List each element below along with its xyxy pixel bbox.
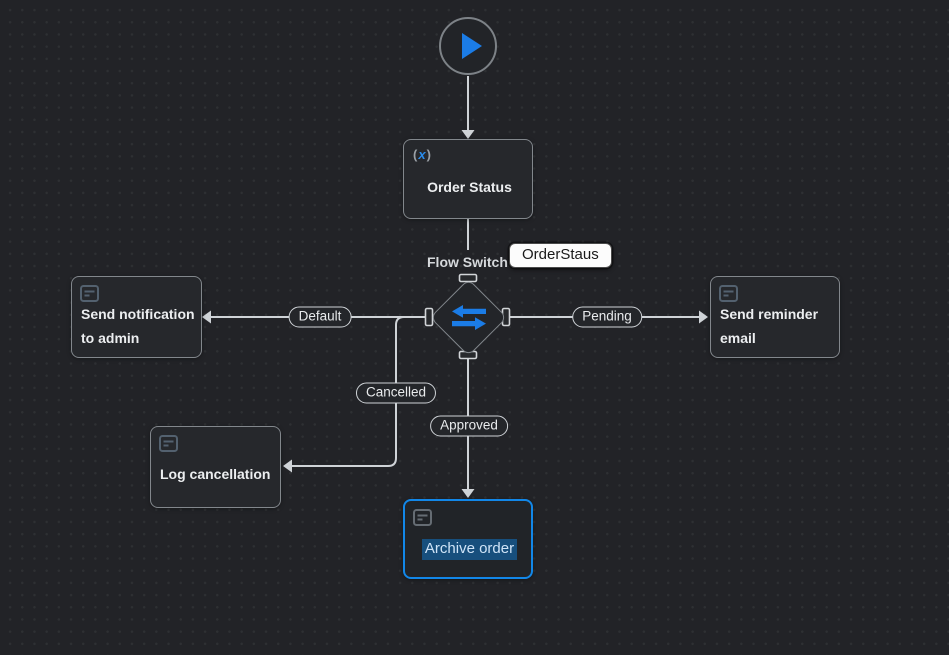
- node-order-status[interactable]: (x) Order Status: [403, 139, 533, 219]
- variable-icon: (x): [413, 147, 431, 162]
- node-send-notification[interactable]: Send notification to admin: [71, 276, 202, 358]
- branch-label-default[interactable]: Default: [288, 306, 352, 328]
- selected-text[interactable]: Archive order: [421, 539, 518, 560]
- swap-arrows-icon: [451, 305, 486, 330]
- start-node[interactable]: [439, 17, 497, 75]
- branch-label-pending[interactable]: Pending: [572, 306, 642, 328]
- switch-title: Flow Switch: [427, 254, 508, 270]
- node-label-archive-order[interactable]: Archive order: [414, 536, 525, 562]
- switch-rename-input[interactable]: OrderStaus: [509, 243, 612, 268]
- node-flow-switch[interactable]: [429, 278, 508, 357]
- node-log-cancellation[interactable]: Log cancellation: [150, 426, 281, 508]
- node-send-reminder[interactable]: Send reminder email: [710, 276, 840, 358]
- message-icon: [719, 285, 738, 302]
- node-archive-order[interactable]: Archive order: [403, 499, 533, 579]
- message-icon: [80, 285, 99, 302]
- play-icon: [461, 33, 482, 59]
- edge-cancelled-branch: [283, 316, 405, 473]
- node-label-send-notification: Send notification to admin: [81, 306, 195, 346]
- node-label-send-reminder: Send reminder email: [720, 306, 819, 346]
- message-icon: [413, 509, 432, 526]
- branch-label-approved[interactable]: Approved: [430, 415, 508, 437]
- node-label-log-cancellation: Log cancellation: [160, 466, 271, 482]
- branch-label-cancelled[interactable]: Cancelled: [355, 382, 437, 404]
- edge-start-to-order-status: [461, 76, 475, 139]
- node-label-order-status: Order Status: [427, 179, 512, 195]
- message-icon: [159, 435, 178, 452]
